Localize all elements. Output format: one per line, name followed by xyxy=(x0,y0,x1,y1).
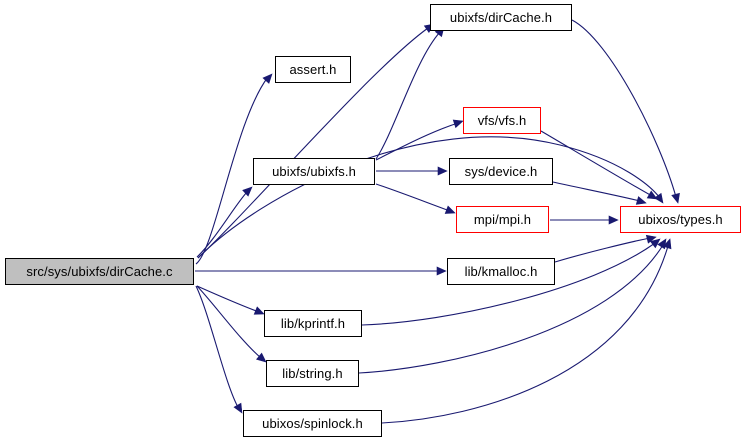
edge-string_h-to-types_h xyxy=(358,244,664,374)
arrowhead-dircache_c-to-string_h xyxy=(256,352,267,363)
arrowhead-dircache_c-to-ubixfs_h xyxy=(242,186,253,197)
node-dircache_c[interactable]: src/sys/ubixfs/dirCache.c xyxy=(5,258,194,285)
node-kmalloc_h[interactable]: lib/kmalloc.h xyxy=(447,258,555,285)
node-label-dircache_c: src/sys/ubixfs/dirCache.c xyxy=(26,264,173,279)
edge-ubixfs_h-to-mpi_h xyxy=(375,183,451,212)
node-assert_h[interactable]: assert.h xyxy=(275,56,351,83)
arrowhead-device_h-to-types_h xyxy=(635,196,647,205)
edge-dircache_h-to-types_h xyxy=(571,19,677,198)
arrowhead-dircache_c-to-kprintf_h xyxy=(253,306,265,315)
node-kprintf_h[interactable]: lib/kprintf.h xyxy=(264,310,362,337)
arrowhead-kprintf_h-to-types_h xyxy=(649,238,661,249)
node-label-spinlock_h: ubixos/spinlock.h xyxy=(262,416,363,431)
arrowheads-group xyxy=(233,23,680,414)
node-mpi_h[interactable]: mpi/mpi.h xyxy=(456,206,549,233)
node-device_h[interactable]: sys/device.h xyxy=(449,158,553,185)
node-label-assert_h: assert.h xyxy=(289,62,337,77)
node-label-ubixfs_h: ubixfs/ubixfs.h xyxy=(272,164,356,179)
node-ubixfs_h[interactable]: ubixfs/ubixfs.h xyxy=(253,158,375,185)
edge-dircache_c-to-ubixfs_h xyxy=(196,191,248,258)
node-vfs_h[interactable]: vfs/vfs.h xyxy=(463,107,541,134)
arrowhead-ubixfs_h-to-vfs_h xyxy=(452,119,464,129)
node-label-kmalloc_h: lib/kmalloc.h xyxy=(464,264,538,279)
arrowhead-dircache_h-to-types_h xyxy=(671,192,680,204)
edge-kmalloc_h-to-types_h xyxy=(554,237,651,263)
edge-kprintf_h-to-types_h xyxy=(361,242,656,326)
node-label-string_h: lib/string.h xyxy=(282,366,343,381)
arrowhead-spinlock_h-to-types_h xyxy=(662,238,672,250)
node-label-mpi_h: mpi/mpi.h xyxy=(473,212,532,227)
edge-dircache_c-to-kprintf_h xyxy=(196,285,260,313)
node-spinlock_h[interactable]: ubixos/spinlock.h xyxy=(243,410,382,437)
arrowhead-dircache_c-to-assert_h xyxy=(262,73,273,84)
node-string_h[interactable]: lib/string.h xyxy=(266,360,359,387)
edge-ubixfs_h-to-dircache_h xyxy=(375,31,441,160)
arrowhead-vfs_h-to-types_h xyxy=(646,190,658,200)
edge-dircache_c-to-string_h xyxy=(196,285,262,359)
node-dircache_h[interactable]: ubixfs/dirCache.h xyxy=(430,4,572,31)
edge-dircache_c-to-types_h xyxy=(197,136,661,259)
arrowhead-ubixfs_h-to-mpi_h xyxy=(444,205,456,214)
node-label-kprintf_h: lib/kprintf.h xyxy=(280,316,346,331)
arrowhead-kmalloc_h-to-types_h xyxy=(645,234,657,244)
node-label-dircache_h: ubixfs/dirCache.h xyxy=(449,10,553,25)
edge-device_h-to-types_h xyxy=(552,181,641,202)
edges-group xyxy=(195,19,677,424)
edge-dircache_c-to-dircache_h xyxy=(197,27,429,259)
edge-spinlock_h-to-types_h xyxy=(381,245,669,424)
arrowhead-dircache_c-to-kmalloc_h xyxy=(436,266,447,276)
node-label-types_h: ubixos/types.h xyxy=(638,212,723,227)
edge-vfs_h-to-types_h xyxy=(540,130,653,197)
node-types_h[interactable]: ubixos/types.h xyxy=(620,206,741,233)
arrowhead-ubixfs_h-to-device_h xyxy=(437,166,448,176)
edge-ubixfs_h-to-vfs_h xyxy=(375,122,459,161)
arrowhead-dircache_c-to-types_h xyxy=(654,192,664,204)
node-label-vfs_h: vfs/vfs.h xyxy=(477,113,527,128)
node-label-device_h: sys/device.h xyxy=(464,164,538,179)
arrowhead-mpi_h-to-types_h xyxy=(608,215,619,225)
arrowhead-dircache_c-to-spinlock_h xyxy=(233,402,243,414)
edge-dircache_c-to-spinlock_h xyxy=(195,285,240,410)
